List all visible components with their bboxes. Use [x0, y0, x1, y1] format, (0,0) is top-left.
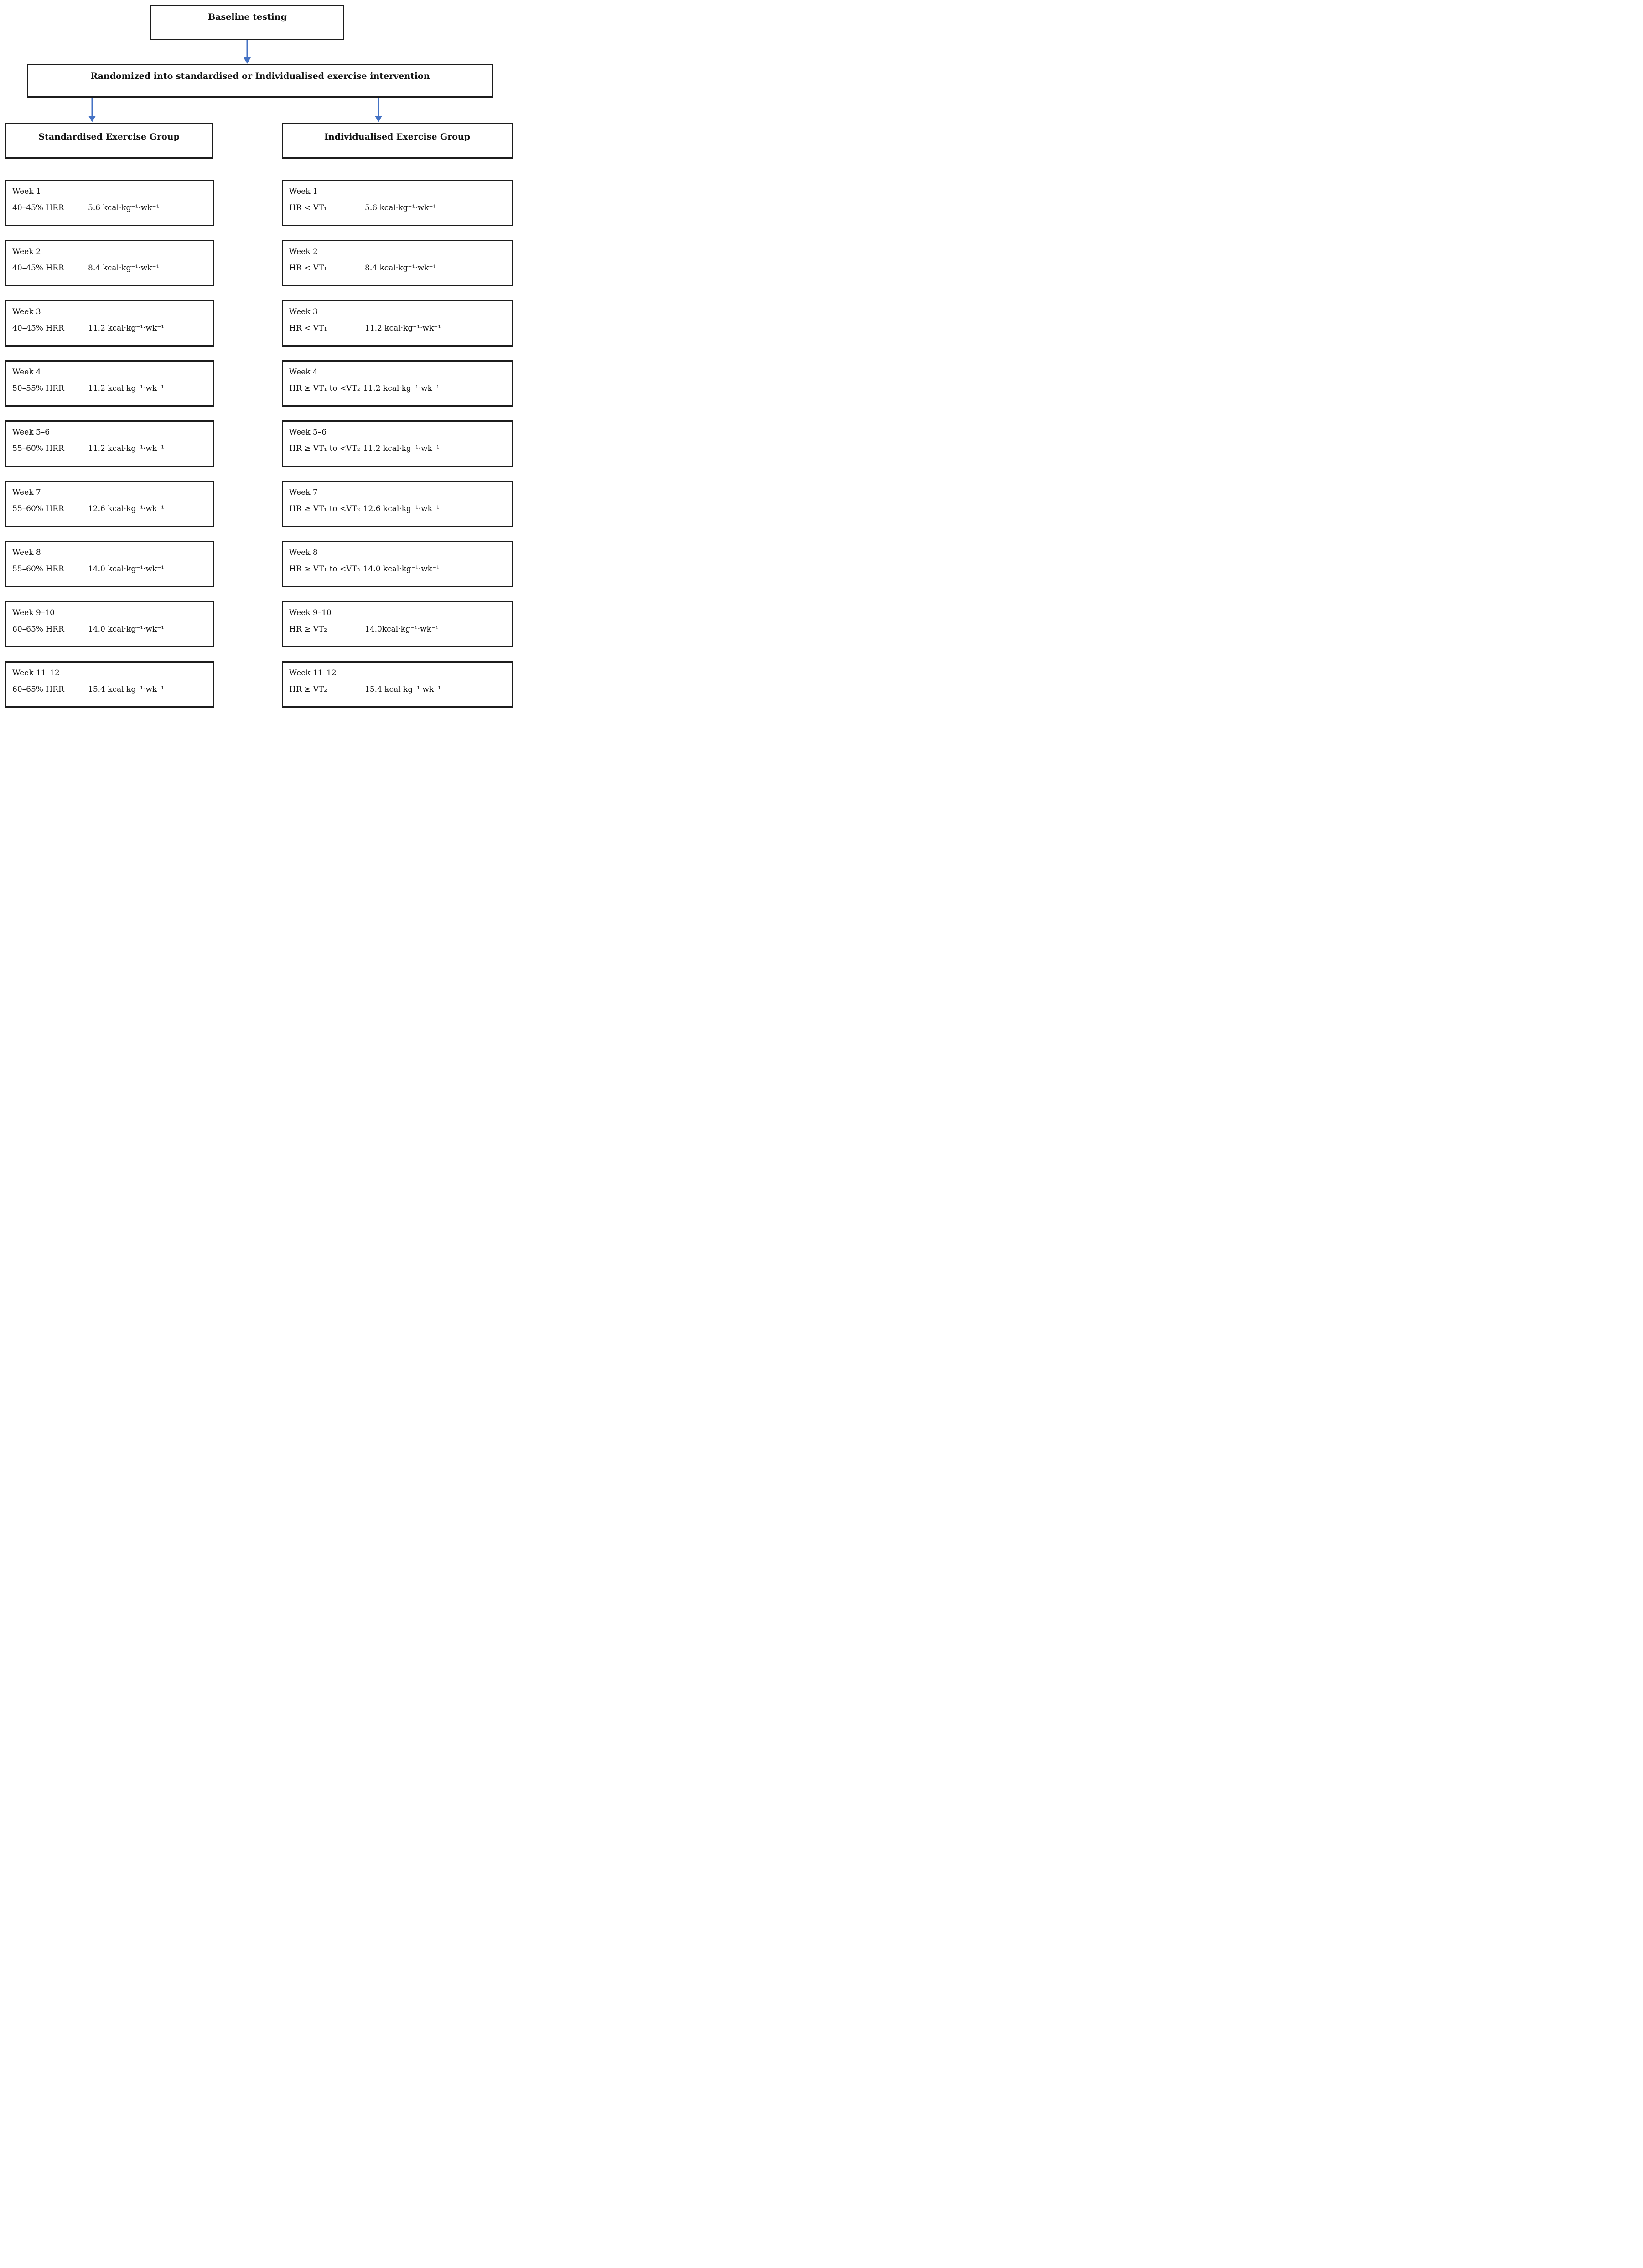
week-box: Week 2 HR < VT₁ 8.4 kcal·kg⁻¹·wk⁻¹ — [282, 240, 513, 286]
week-label: Week 11–12 — [12, 668, 60, 678]
dose-label: 8.4 kcal·kg⁻¹·wk⁻¹ — [365, 264, 436, 273]
week-label: Week 4 — [12, 368, 41, 377]
intensity-label: 40–45% HRR — [12, 203, 64, 213]
week-box: Week 9–10 60–65% HRR 14.0 kcal·kg⁻¹·wk⁻¹ — [5, 601, 214, 647]
arrow-down-to-standardised-icon — [88, 98, 96, 122]
week-label: Week 11–12 — [289, 668, 337, 678]
week-box: Week 1 40–45% HRR 5.6 kcal·kg⁻¹·wk⁻¹ — [5, 180, 214, 226]
intensity-label: 55–60% HRR — [12, 444, 64, 454]
week-label: Week 5–6 — [12, 428, 50, 437]
dose-label: 14.0 kcal·kg⁻¹·wk⁻¹ — [88, 564, 165, 574]
week-label: Week 2 — [12, 247, 41, 256]
intensity-label: 50–55% HRR — [12, 384, 64, 394]
dose-label: 11.2 kcal·kg⁻¹·wk⁻¹ — [88, 444, 165, 454]
dose-label: 14.0kcal·kg⁻¹·wk⁻¹ — [365, 625, 439, 634]
arrow-head — [375, 116, 382, 122]
week-box: Week 7 55–60% HRR 12.6 kcal·kg⁻¹·wk⁻¹ — [5, 481, 214, 527]
week-box: Week 2 40–45% HRR 8.4 kcal·kg⁻¹·wk⁻¹ — [5, 240, 214, 286]
standardised-group-header-label: Standardised Exercise Group — [38, 132, 180, 142]
week-label: Week 1 — [12, 187, 41, 196]
arrow-shaft — [91, 98, 93, 116]
week-box: Week 4 50–55% HRR 11.2 kcal·kg⁻¹·wk⁻¹ — [5, 360, 214, 407]
week-label: Week 4 — [289, 368, 318, 377]
week-box: Week 11–12 60–65% HRR 15.4 kcal·kg⁻¹·wk⁻… — [5, 661, 214, 708]
individualised-group-header-box: Individualised Exercise Group — [282, 123, 513, 159]
standardised-group-header-box: Standardised Exercise Group — [5, 123, 213, 159]
week-label: Week 7 — [289, 488, 318, 497]
week-box: Week 3 HR < VT₁ 11.2 kcal·kg⁻¹·wk⁻¹ — [282, 300, 513, 347]
intensity-label: 60–65% HRR — [12, 685, 64, 694]
intensity-label: HR < VT₁ — [289, 264, 327, 273]
dose-label: 15.4 kcal·kg⁻¹·wk⁻¹ — [88, 685, 165, 694]
exercise-intervention-flowchart: Baseline testing Randomized into standar… — [0, 0, 513, 709]
intensity-label: HR ≥ VT₁ to <VT₂ — [289, 444, 360, 454]
dose-label: 5.6 kcal·kg⁻¹·wk⁻¹ — [88, 203, 160, 213]
dose-label: 5.6 kcal·kg⁻¹·wk⁻¹ — [365, 203, 436, 213]
arrow-shaft — [246, 40, 248, 58]
week-box: Week 8 55–60% HRR 14.0 kcal·kg⁻¹·wk⁻¹ — [5, 541, 214, 587]
week-box: Week 5–6 55–60% HRR 11.2 kcal·kg⁻¹·wk⁻¹ — [5, 420, 214, 467]
dose-label: 12.6 kcal·kg⁻¹·wk⁻¹ — [363, 504, 440, 514]
arrow-shaft — [378, 98, 379, 116]
dose-label: 12.6 kcal·kg⁻¹·wk⁻¹ — [88, 504, 165, 514]
intensity-label: HR ≥ VT₁ to <VT₂ — [289, 504, 360, 514]
week-label: Week 8 — [289, 548, 318, 557]
intensity-label: 60–65% HRR — [12, 625, 64, 634]
intensity-label: 55–60% HRR — [12, 564, 64, 574]
dose-label: 11.2 kcal·kg⁻¹·wk⁻¹ — [365, 324, 441, 333]
baseline-testing-label: Baseline testing — [208, 12, 287, 22]
week-label: Week 7 — [12, 488, 41, 497]
intensity-label: 55–60% HRR — [12, 504, 64, 514]
intensity-label: 40–45% HRR — [12, 324, 64, 333]
week-box: Week 9–10 HR ≥ VT₂ 14.0kcal·kg⁻¹·wk⁻¹ — [282, 601, 513, 647]
week-label: Week 1 — [289, 187, 318, 196]
individualised-group-header-label: Individualised Exercise Group — [324, 132, 471, 142]
dose-label: 11.2 kcal·kg⁻¹·wk⁻¹ — [363, 384, 440, 394]
week-box: Week 11–12 HR ≥ VT₂ 15.4 kcal·kg⁻¹·wk⁻¹ — [282, 661, 513, 708]
week-label: Week 2 — [289, 247, 318, 256]
week-box: Week 7 HR ≥ VT₁ to <VT₂ 12.6 kcal·kg⁻¹·w… — [282, 481, 513, 527]
dose-label: 14.0 kcal·kg⁻¹·wk⁻¹ — [88, 625, 165, 634]
dose-label: 8.4 kcal·kg⁻¹·wk⁻¹ — [88, 264, 160, 273]
week-label: Week 9–10 — [289, 608, 332, 617]
arrow-head — [244, 57, 251, 64]
intensity-label: HR ≥ VT₁ to <VT₂ — [289, 564, 360, 574]
week-box: Week 8 HR ≥ VT₁ to <VT₂ 14.0 kcal·kg⁻¹·w… — [282, 541, 513, 587]
individualised-week-column: Week 1 HR < VT₁ 5.6 kcal·kg⁻¹·wk⁻¹ Week … — [282, 180, 513, 708]
week-label: Week 3 — [12, 307, 41, 316]
dose-label: 11.2 kcal·kg⁻¹·wk⁻¹ — [363, 444, 440, 454]
intensity-label: HR ≥ VT₁ to <VT₂ — [289, 384, 360, 394]
intensity-label: HR ≥ VT₂ — [289, 625, 327, 634]
week-box: Week 4 HR ≥ VT₁ to <VT₂ 11.2 kcal·kg⁻¹·w… — [282, 360, 513, 407]
intensity-label: HR ≥ VT₂ — [289, 685, 327, 694]
week-box: Week 3 40–45% HRR 11.2 kcal·kg⁻¹·wk⁻¹ — [5, 300, 214, 347]
standardised-week-column: Week 1 40–45% HRR 5.6 kcal·kg⁻¹·wk⁻¹ Wee… — [5, 180, 214, 708]
arrow-head — [88, 116, 96, 122]
intensity-label: HR < VT₁ — [289, 203, 327, 213]
week-label: Week 9–10 — [12, 608, 55, 617]
week-label: Week 3 — [289, 307, 318, 316]
baseline-testing-box: Baseline testing — [150, 5, 344, 40]
randomization-label: Randomized into standardised or Individu… — [90, 71, 430, 81]
dose-label: 14.0 kcal·kg⁻¹·wk⁻¹ — [363, 564, 440, 574]
arrow-down-to-individualised-icon — [375, 98, 382, 122]
intensity-label: 40–45% HRR — [12, 264, 64, 273]
randomization-box: Randomized into standardised or Individu… — [27, 64, 493, 98]
arrow-down-from-baseline-icon — [244, 40, 251, 64]
dose-label: 11.2 kcal·kg⁻¹·wk⁻¹ — [88, 384, 165, 394]
dose-label: 15.4 kcal·kg⁻¹·wk⁻¹ — [365, 685, 441, 694]
week-box: Week 5–6 HR ≥ VT₁ to <VT₂ 11.2 kcal·kg⁻¹… — [282, 420, 513, 467]
week-label: Week 8 — [12, 548, 41, 557]
dose-label: 11.2 kcal·kg⁻¹·wk⁻¹ — [88, 324, 165, 333]
intensity-label: HR < VT₁ — [289, 324, 327, 333]
week-label: Week 5–6 — [289, 428, 327, 437]
week-box: Week 1 HR < VT₁ 5.6 kcal·kg⁻¹·wk⁻¹ — [282, 180, 513, 226]
